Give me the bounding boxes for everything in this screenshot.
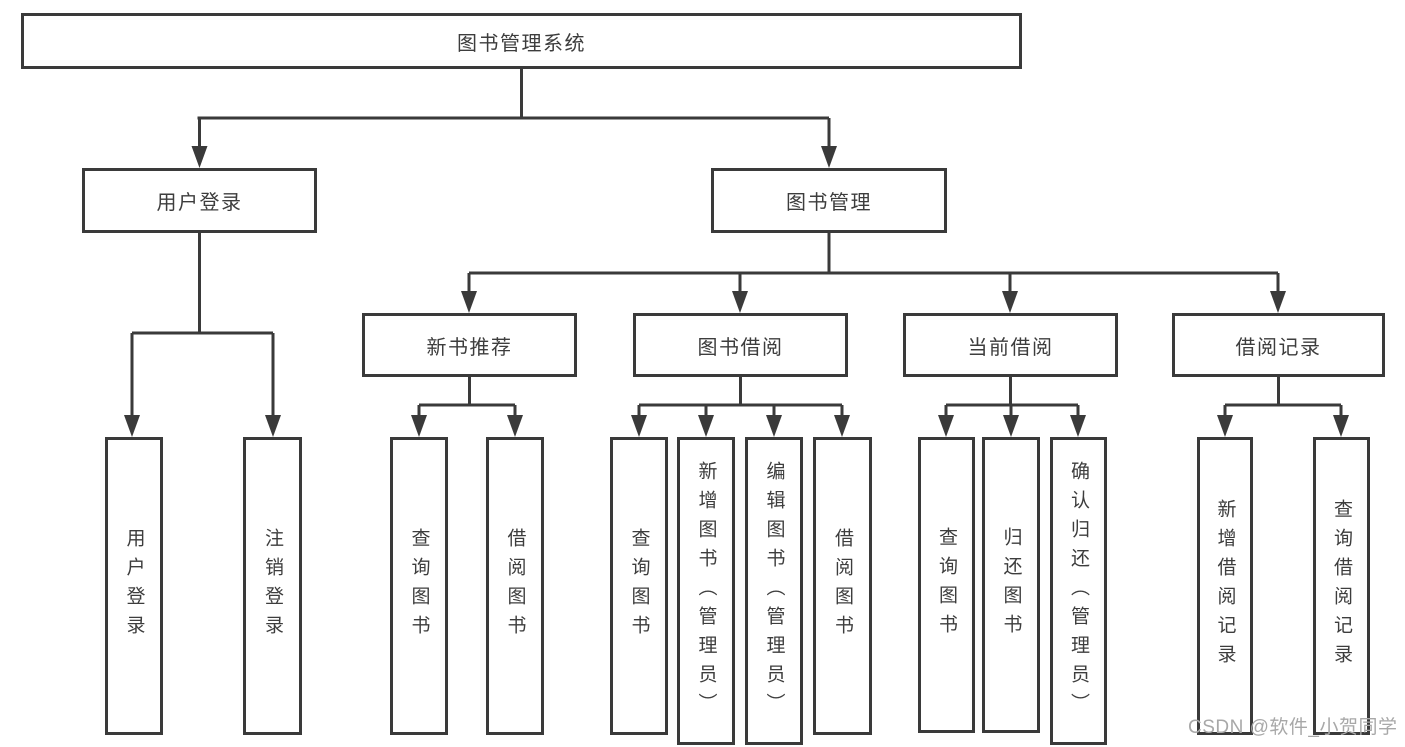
branch-node-label: 用户登录 [156,192,243,214]
group-node-current-borrow: 当前借阅 [903,313,1118,377]
leaf-node-label: 查询图书 [408,528,430,644]
leaf-node-label: 借阅图书 [504,528,526,644]
leaf-node-label: 借阅图书 [832,528,853,644]
leaf-node-label: 查询图书 [936,527,957,643]
leaf-node-label: 确认归还（管理员） [1068,460,1089,722]
leaf-node-query-borrow-record: 查询借阅记录 [1313,437,1370,735]
branch-node-book-management: 图书管理 [711,168,947,233]
group-node-label: 新书推荐 [426,336,513,359]
group-node-new-book-recommend: 新书推荐 [362,313,577,377]
leaf-node-add-books-admin: 新增图书（管理员） [677,437,735,745]
leaf-node-label: 查询借阅记录 [1331,499,1352,673]
group-node-label: 借阅记录 [1235,336,1322,359]
watermark: CSDN @软件_小贺同学 [1188,717,1398,738]
group-node-label: 图书借阅 [697,336,784,359]
leaf-node-return-books: 归还图书 [982,437,1040,733]
leaf-node-label: 新增图书（管理员） [695,460,717,722]
group-node-book-borrow: 图书借阅 [633,313,848,377]
leaf-node-label: 查询图书 [628,528,650,644]
leaf-node-query-books-current: 查询图书 [918,437,975,733]
leaf-node-borrow-books-recommend: 借阅图书 [486,437,544,735]
root-node-library-system: 图书管理系统 [21,13,1022,69]
group-node-label: 当前借阅 [967,336,1054,359]
group-node-borrow-record: 借阅记录 [1172,313,1385,377]
leaf-node-label: 归还图书 [1000,527,1022,643]
leaf-node-edit-books-admin: 编辑图书（管理员） [745,437,803,745]
branch-node-user-login: 用户登录 [82,168,317,233]
branch-node-label: 图书管理 [786,192,872,214]
leaf-node-query-books-borrow: 查询图书 [610,437,668,735]
leaf-node-confirm-return-admin: 确认归还（管理员） [1050,437,1107,745]
leaf-node-query-books-recommend: 查询图书 [390,437,448,735]
leaf-node-label: 注销登录 [262,528,283,644]
leaf-node-borrow-books: 借阅图书 [813,437,872,735]
leaf-node-label: 用户登录 [123,528,145,644]
leaf-node-add-borrow-record: 新增借阅记录 [1197,437,1253,735]
leaf-node-logout: 注销登录 [243,437,302,735]
root-node-label: 图书管理系统 [457,32,586,55]
leaf-node-label: 新增借阅记录 [1214,499,1236,673]
leaf-node-user-login: 用户登录 [105,437,163,735]
leaf-node-label: 编辑图书（管理员） [763,460,785,722]
